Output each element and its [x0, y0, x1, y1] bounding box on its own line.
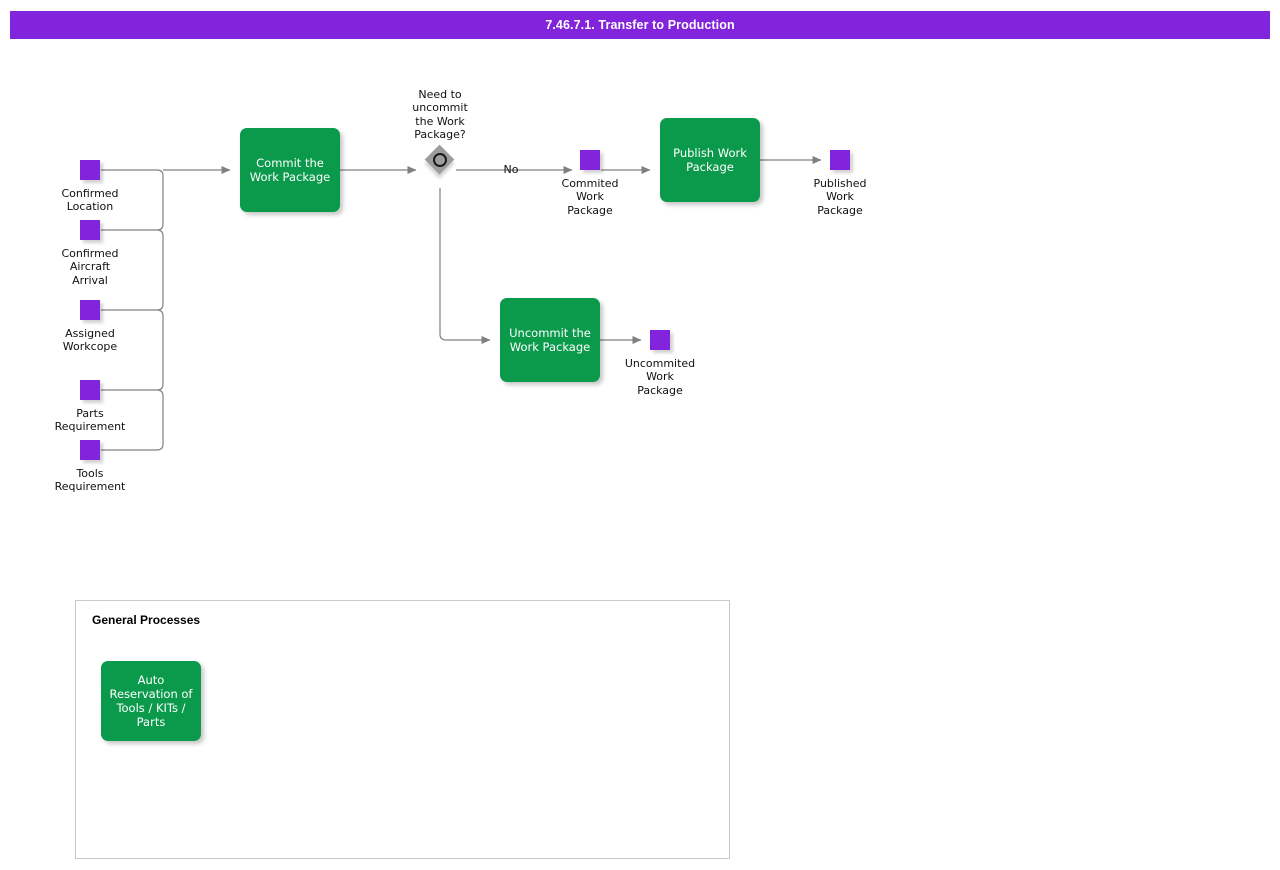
process-label: Publish Work Package	[673, 146, 747, 174]
data-object-label: Uncommited Work Package	[624, 357, 696, 397]
data-object-icon	[80, 160, 100, 180]
process-uncommit-the-work-package[interactable]: Uncommit the Work Package	[500, 298, 600, 382]
process-label: Commit the Work Package	[249, 156, 331, 184]
edge-label-no: No	[503, 163, 519, 176]
data-object-label: Parts Requirement	[54, 407, 126, 434]
data-object-icon	[80, 440, 100, 460]
process-label: Uncommit the Work Package	[509, 326, 591, 354]
process-auto-reservation-of-tools-kits-parts[interactable]: Auto Reservation of Tools / KITs / Parts	[101, 661, 201, 741]
data-object-icon	[830, 150, 850, 170]
data-object-parts-requirement[interactable]: Parts Requirement	[30, 380, 150, 434]
process-commit-the-work-package[interactable]: Commit the Work Package	[240, 128, 340, 212]
data-object-published-work-package[interactable]: Published Work Package	[780, 150, 900, 217]
general-processes-panel: General Processes Auto Reservation of To…	[75, 600, 730, 859]
data-object-assigned-workcope[interactable]: Assigned Workcope	[30, 300, 150, 354]
data-object-label: Assigned Workcope	[62, 327, 118, 354]
data-object-icon	[80, 300, 100, 320]
data-object-label: Tools Requirement	[54, 467, 126, 494]
data-object-icon	[580, 150, 600, 170]
data-object-label: Commited Work Package	[561, 177, 619, 217]
data-object-icon	[80, 220, 100, 240]
data-object-tools-requirement[interactable]: Tools Requirement	[30, 440, 150, 494]
data-object-confirmed-location[interactable]: Confirmed Location	[30, 160, 150, 214]
data-object-label: Published Work Package	[813, 177, 867, 217]
general-processes-panel-title: General Processes	[92, 613, 201, 627]
circle-icon	[433, 153, 447, 167]
data-object-label: Confirmed Aircraft Arrival	[61, 247, 119, 287]
data-object-confirmed-aircraft-arrival[interactable]: Confirmed Aircraft Arrival	[30, 220, 150, 287]
edge-gateway-yes-to-uncommit	[439, 188, 491, 344]
page-header-bar: 7.46.7.1. Transfer to Production	[10, 11, 1270, 39]
data-object-commited-work-package[interactable]: Commited Work Package	[530, 150, 650, 217]
process-label: Auto Reservation of Tools / KITs / Parts	[109, 673, 193, 729]
gateway-need-to-uncommit[interactable]	[424, 144, 455, 175]
page-title: 7.46.7.1. Transfer to Production	[545, 18, 735, 32]
data-object-icon	[650, 330, 670, 350]
gateway-question-label: Need to uncommit the Work Package?	[412, 88, 468, 141]
data-object-icon	[80, 380, 100, 400]
process-publish-work-package[interactable]: Publish Work Package	[660, 118, 760, 202]
data-object-uncommited-work-package[interactable]: Uncommited Work Package	[600, 330, 720, 397]
data-object-label: Confirmed Location	[61, 187, 119, 214]
